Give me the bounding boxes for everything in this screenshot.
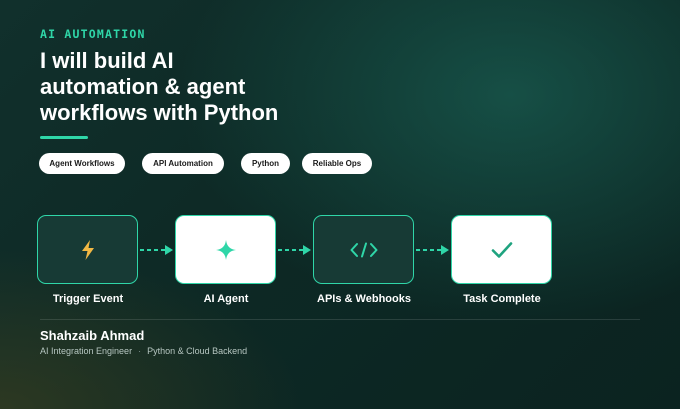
flow-node-apis-webhooks	[313, 215, 414, 284]
title-line-3: workflows with Python	[40, 100, 279, 125]
flow-node-trigger-event	[37, 215, 138, 284]
flow-node-task-complete	[451, 215, 552, 284]
title-line-1: I will build AI	[40, 48, 174, 73]
flow-node-ai-agent	[175, 215, 276, 284]
flow-arrow-2	[278, 245, 311, 255]
author-subtitle: AI Integration Engineer · Python & Cloud B…	[40, 346, 247, 356]
title-accent-bar	[40, 136, 88, 139]
author-name: Shahzaib Ahmad	[40, 328, 145, 343]
flow-label-task-complete: Task Complete	[463, 293, 541, 305]
sparkle-icon	[215, 239, 236, 260]
title-line-2: automation & agent	[40, 74, 246, 99]
lightning-bolt-icon	[81, 239, 94, 260]
tag-chip-api-automation: API Automation	[142, 153, 224, 174]
author-specialty: Python & Cloud Backend	[147, 346, 248, 356]
flow-label-apis-webhooks: APIs & Webhooks	[317, 293, 411, 305]
tag-chip-agent-workflows: Agent Workflows	[39, 153, 125, 174]
tag-chip-reliable-ops: Reliable Ops	[302, 153, 372, 174]
author-separator: ·	[138, 346, 142, 356]
flow-label-trigger-event: Trigger Event	[52, 293, 124, 305]
flow-label-ai-agent: AI Agent	[203, 293, 249, 305]
flow-arrow-1	[140, 245, 173, 255]
flow-arrow-3	[416, 245, 449, 255]
code-brackets-icon	[350, 242, 377, 257]
footer-divider	[40, 319, 640, 320]
page-title: I will build AI automation & agent workf…	[40, 48, 340, 126]
checkmark-icon	[491, 241, 512, 258]
tag-chip-python: Python	[241, 153, 290, 174]
author-role: AI Integration Engineer	[40, 346, 133, 356]
eyebrow-label: AI AUTOMATION	[40, 27, 146, 41]
